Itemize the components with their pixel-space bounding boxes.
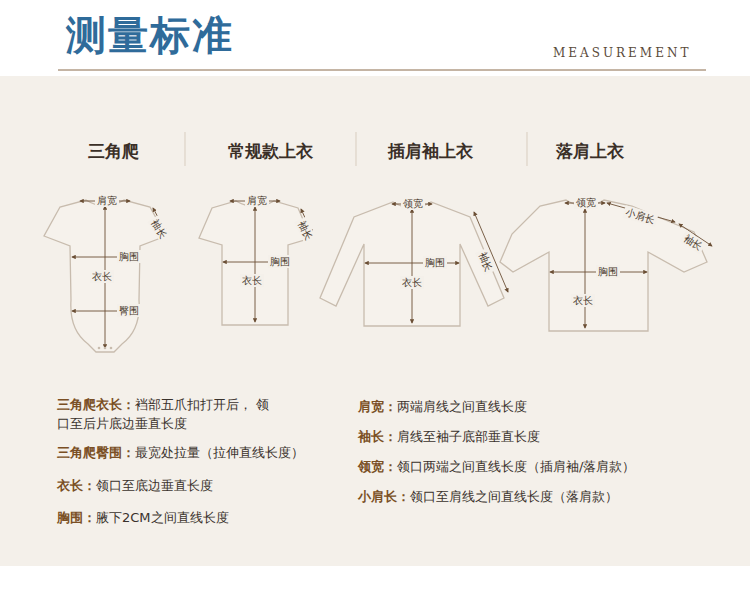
note-text: 领口两端之间直线长度（插肩袖/落肩款） [397, 459, 635, 474]
column-separators [185, 132, 527, 166]
dimension-lines [72, 201, 712, 348]
english-subtitle: MEASUREMENT [553, 46, 691, 60]
garment-outlines [44, 200, 707, 352]
note-term: 三角爬臀围： [57, 445, 135, 460]
note-row: 袖长：肩线至袖子底部垂直长度 [358, 427, 718, 446]
dimension-label: 胸围 [268, 255, 292, 268]
dimension-label: 胸围 [423, 256, 447, 269]
note-term: 袖长： [358, 429, 397, 444]
note-row: 小肩长：领口至肩线之间直线长度（落肩款） [358, 487, 738, 506]
note-row: 领宽：领口两端之间直线长度（插肩袖/落肩款） [358, 457, 738, 476]
snap-buttons [98, 347, 113, 350]
header-rule [58, 70, 706, 71]
note-row: 胸围：腋下2CM之间直线长度 [57, 508, 347, 527]
note-row: 三角爬臀围：最宽处拉量（拉伸直线长度） [57, 443, 347, 462]
dimension-label: 肩宽 [245, 194, 269, 207]
dimension-label: 衣长 [240, 274, 264, 287]
note-term: 肩宽： [358, 399, 397, 414]
dimension-label: 袖长 [475, 248, 496, 275]
dimension-label: 袖长 [679, 230, 706, 254]
dimension-label: 衣长 [90, 270, 114, 283]
column-heading: 插肩袖上衣 [388, 140, 473, 163]
column-heading: 三角爬 [88, 140, 139, 163]
note-text: 领口至肩线之间直线长度（落肩款） [410, 489, 618, 504]
note-row: 三角爬衣长：裆部五爪扣打开后， 领口至后片底边垂直长度 [57, 395, 273, 433]
dimension-label: 肩宽 [95, 194, 119, 207]
dimension-label: 胸围 [117, 250, 141, 263]
dimension-label: 小肩长 [622, 205, 658, 227]
note-text: 领口至底边垂直长度 [96, 478, 213, 493]
note-text: 肩线至袖子底部垂直长度 [397, 429, 540, 444]
note-text: 两端肩线之间直线长度 [397, 399, 527, 414]
note-term: 三角爬衣长： [57, 397, 135, 412]
dimension-label: 胸围 [596, 265, 620, 278]
note-row: 衣长：领口至底边垂直长度 [57, 476, 347, 495]
note-row: 肩宽：两端肩线之间直线长度 [358, 397, 718, 416]
dimension-label: 衣长 [400, 276, 424, 289]
dimension-label: 衣长 [571, 294, 595, 307]
note-term: 小肩长： [358, 489, 410, 504]
page-title: 测量标准 [66, 8, 234, 63]
dimension-label: 臀围 [117, 304, 141, 317]
dimension-label: 袖长 [147, 215, 171, 242]
dimension-label: 领宽 [574, 196, 598, 209]
note-term: 衣长： [57, 478, 96, 493]
note-term: 胸围： [57, 510, 96, 525]
dimension-label: 袖长 [294, 217, 316, 244]
dimension-label: 领宽 [401, 197, 425, 210]
column-heading: 常规款上衣 [228, 140, 313, 163]
note-term: 领宽： [358, 459, 397, 474]
beige-panel [0, 76, 750, 566]
note-text: 腋下2CM之间直线长度 [96, 510, 229, 525]
note-text: 最宽处拉量（拉伸直线长度） [135, 445, 304, 460]
column-heading: 落肩上衣 [556, 140, 624, 163]
